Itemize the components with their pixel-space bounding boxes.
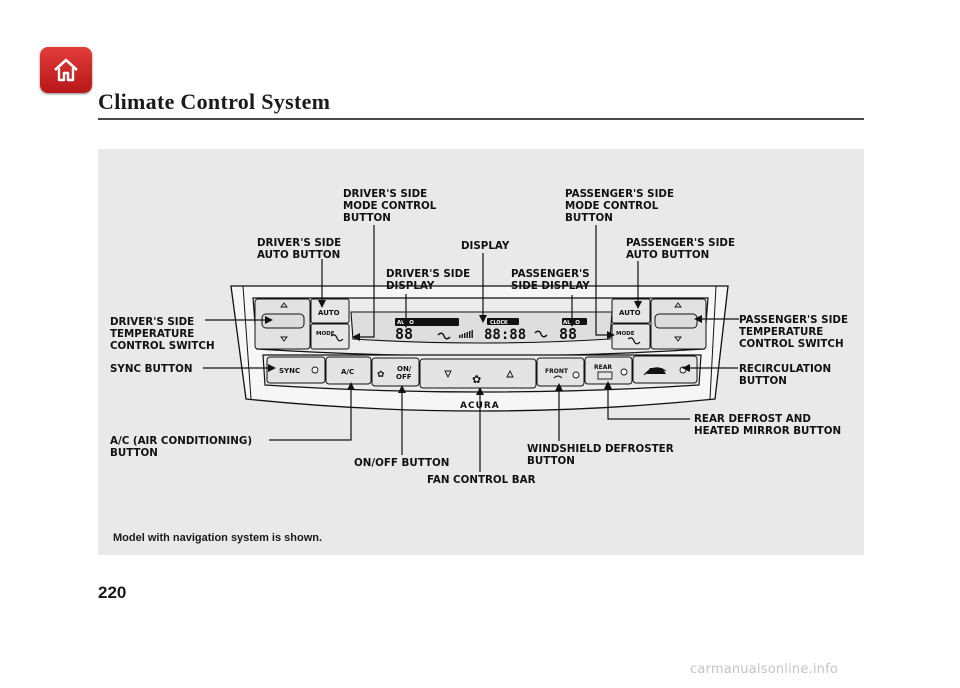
ac-text: A/C — [341, 368, 354, 376]
front-text: FRONT — [545, 368, 569, 375]
leader-drivers-mode — [360, 225, 375, 338]
home-button[interactable] — [40, 47, 92, 93]
label-line: DISPLAY — [461, 240, 510, 252]
label-drivers-auto: DRIVER'S SIDE AUTO BUTTON — [257, 237, 345, 261]
label-line: AUTO BUTTON — [626, 249, 709, 261]
passengers-mode-text: MODE — [616, 331, 635, 337]
label-line: DRIVER'S SIDE — [386, 268, 470, 280]
figure-caption: Model with navigation system is shown. — [113, 532, 323, 544]
label-drivers-display: DRIVER'S SIDE DISPLAY — [386, 268, 474, 292]
ac-button[interactable]: A/C — [325, 356, 372, 385]
label-line: CONTROL SWITCH — [110, 340, 215, 352]
brand-text: ACURA — [460, 401, 500, 411]
label-line: DRIVER'S SIDE — [257, 237, 341, 249]
label-line: TEMPERATURE — [739, 326, 823, 338]
watermark: carmanualsonline.info — [690, 662, 839, 677]
label-line: PASSENGER'S SIDE — [626, 237, 735, 249]
label-line: BUTTON — [739, 375, 787, 387]
leader-passengers-mode — [595, 225, 607, 336]
sync-button[interactable]: SYNC — [266, 356, 326, 384]
label-recirculation: RECIRCULATION BUTTON — [739, 363, 835, 387]
passengers-auto-text: AUTO — [619, 309, 641, 317]
label-line: BUTTON — [110, 447, 158, 459]
label-line: SYNC BUTTON — [110, 363, 193, 375]
display-clock-label: CLOCK — [490, 320, 508, 326]
passengers-temp-switch[interactable] — [650, 298, 707, 350]
label-display: DISPLAY — [461, 240, 510, 252]
label-line: TEMPERATURE — [110, 328, 194, 340]
label-fan: FAN CONTROL BAR — [427, 474, 536, 486]
label-line: DRIVER'S SIDE — [343, 188, 427, 200]
onoff-fan-icon: ✿ — [377, 370, 385, 380]
drivers-auto-button[interactable]: AUTO — [310, 298, 350, 324]
label-passengers-display: PASSENGER'S SIDE DISPLAY — [511, 268, 593, 292]
rear-defrost-button[interactable]: REAR — [584, 356, 633, 385]
label-line: RECIRCULATION — [739, 363, 831, 375]
label-onoff: ON/OFF BUTTON — [354, 457, 449, 469]
label-line: ON/OFF BUTTON — [354, 457, 449, 469]
label-windshield: WINDSHIELD DEFROSTER BUTTON — [527, 443, 677, 467]
label-line: FAN CONTROL BAR — [427, 474, 536, 486]
label-line: DRIVER'S SIDE — [110, 316, 194, 328]
fan-level-bars — [459, 330, 473, 338]
drivers-mode-button[interactable]: MODE — [310, 323, 350, 350]
label-line: HEATED MIRROR BUTTON — [694, 425, 841, 437]
passengers-mode-button[interactable]: MODE — [611, 323, 651, 350]
label-line: MODE CONTROL — [565, 200, 659, 212]
drivers-mode-text: MODE — [316, 331, 335, 337]
label-line: BUTTON — [343, 212, 391, 224]
windshield-defroster-button[interactable]: FRONT — [536, 357, 585, 387]
passengers-display-temp: 88 — [559, 325, 577, 343]
label-line: SIDE DISPLAY — [511, 280, 590, 292]
label-line: AUTO BUTTON — [257, 249, 340, 261]
label-line: WINDSHIELD DEFROSTER — [527, 443, 674, 455]
fan-control-bar[interactable]: ✿ — [419, 358, 537, 389]
climate-panel-diagram: AUTO MODE AUTO 88 CLOCK 88:88 AUTO 88 — [110, 188, 852, 486]
off-text: OFF — [396, 373, 412, 381]
fan-icon: ✿ — [472, 373, 481, 386]
label-line: PASSENGER'S — [511, 268, 590, 280]
drivers-display-temp: 88 — [395, 325, 413, 343]
display-clock-value: 88:88 — [484, 327, 526, 343]
label-passengers-temp: PASSENGER'S SIDE TEMPERATURE CONTROL SWI… — [739, 314, 852, 350]
home-icon — [54, 58, 78, 82]
on-text: ON/ — [397, 365, 412, 373]
label-line: CONTROL SWITCH — [739, 338, 844, 350]
leader-ac — [269, 390, 352, 441]
label-line: MODE CONTROL — [343, 200, 437, 212]
label-line: BUTTON — [565, 212, 613, 224]
leader-arrowheads — [265, 300, 702, 395]
label-line: REAR DEFROST AND — [694, 413, 811, 425]
climate-control-figure: AUTO MODE AUTO 88 CLOCK 88:88 AUTO 88 — [98, 149, 864, 555]
label-rear-defrost: REAR DEFROST AND HEATED MIRROR BUTTON — [694, 413, 841, 437]
label-sync: SYNC BUTTON — [110, 363, 193, 375]
label-passengers-mode: PASSENGER'S SIDE MODE CONTROL BUTTON — [565, 188, 678, 224]
page-number: 220 — [98, 583, 127, 602]
label-drivers-mode: DRIVER'S SIDE MODE CONTROL BUTTON — [343, 188, 440, 224]
label-line: A/C (AIR CONDITIONING) — [110, 435, 252, 447]
recirculation-button[interactable] — [632, 355, 698, 384]
leader-rear-defrost — [607, 389, 690, 420]
rear-text: REAR — [594, 364, 612, 371]
label-drivers-temp: DRIVER'S SIDE TEMPERATURE CONTROL SWITCH — [110, 316, 215, 352]
center-display: AUTO 88 CLOCK 88:88 AUTO 88 — [350, 311, 613, 344]
passengers-auto-button[interactable]: AUTO — [611, 298, 651, 324]
label-ac: A/C (AIR CONDITIONING) BUTTON — [110, 435, 256, 459]
label-line: BUTTON — [527, 455, 575, 467]
sync-text: SYNC — [279, 367, 300, 375]
title-divider — [98, 118, 864, 120]
label-passengers-auto: PASSENGER'S SIDE AUTO BUTTON — [626, 237, 739, 261]
label-line: DISPLAY — [386, 280, 435, 292]
label-line: PASSENGER'S SIDE — [739, 314, 848, 326]
label-line: PASSENGER'S SIDE — [565, 188, 674, 200]
section-title: Climate Control System — [98, 89, 331, 114]
drivers-temp-switch[interactable] — [254, 298, 311, 350]
drivers-auto-text: AUTO — [318, 309, 340, 317]
onoff-button[interactable]: ✿ ON/ OFF — [371, 357, 420, 387]
